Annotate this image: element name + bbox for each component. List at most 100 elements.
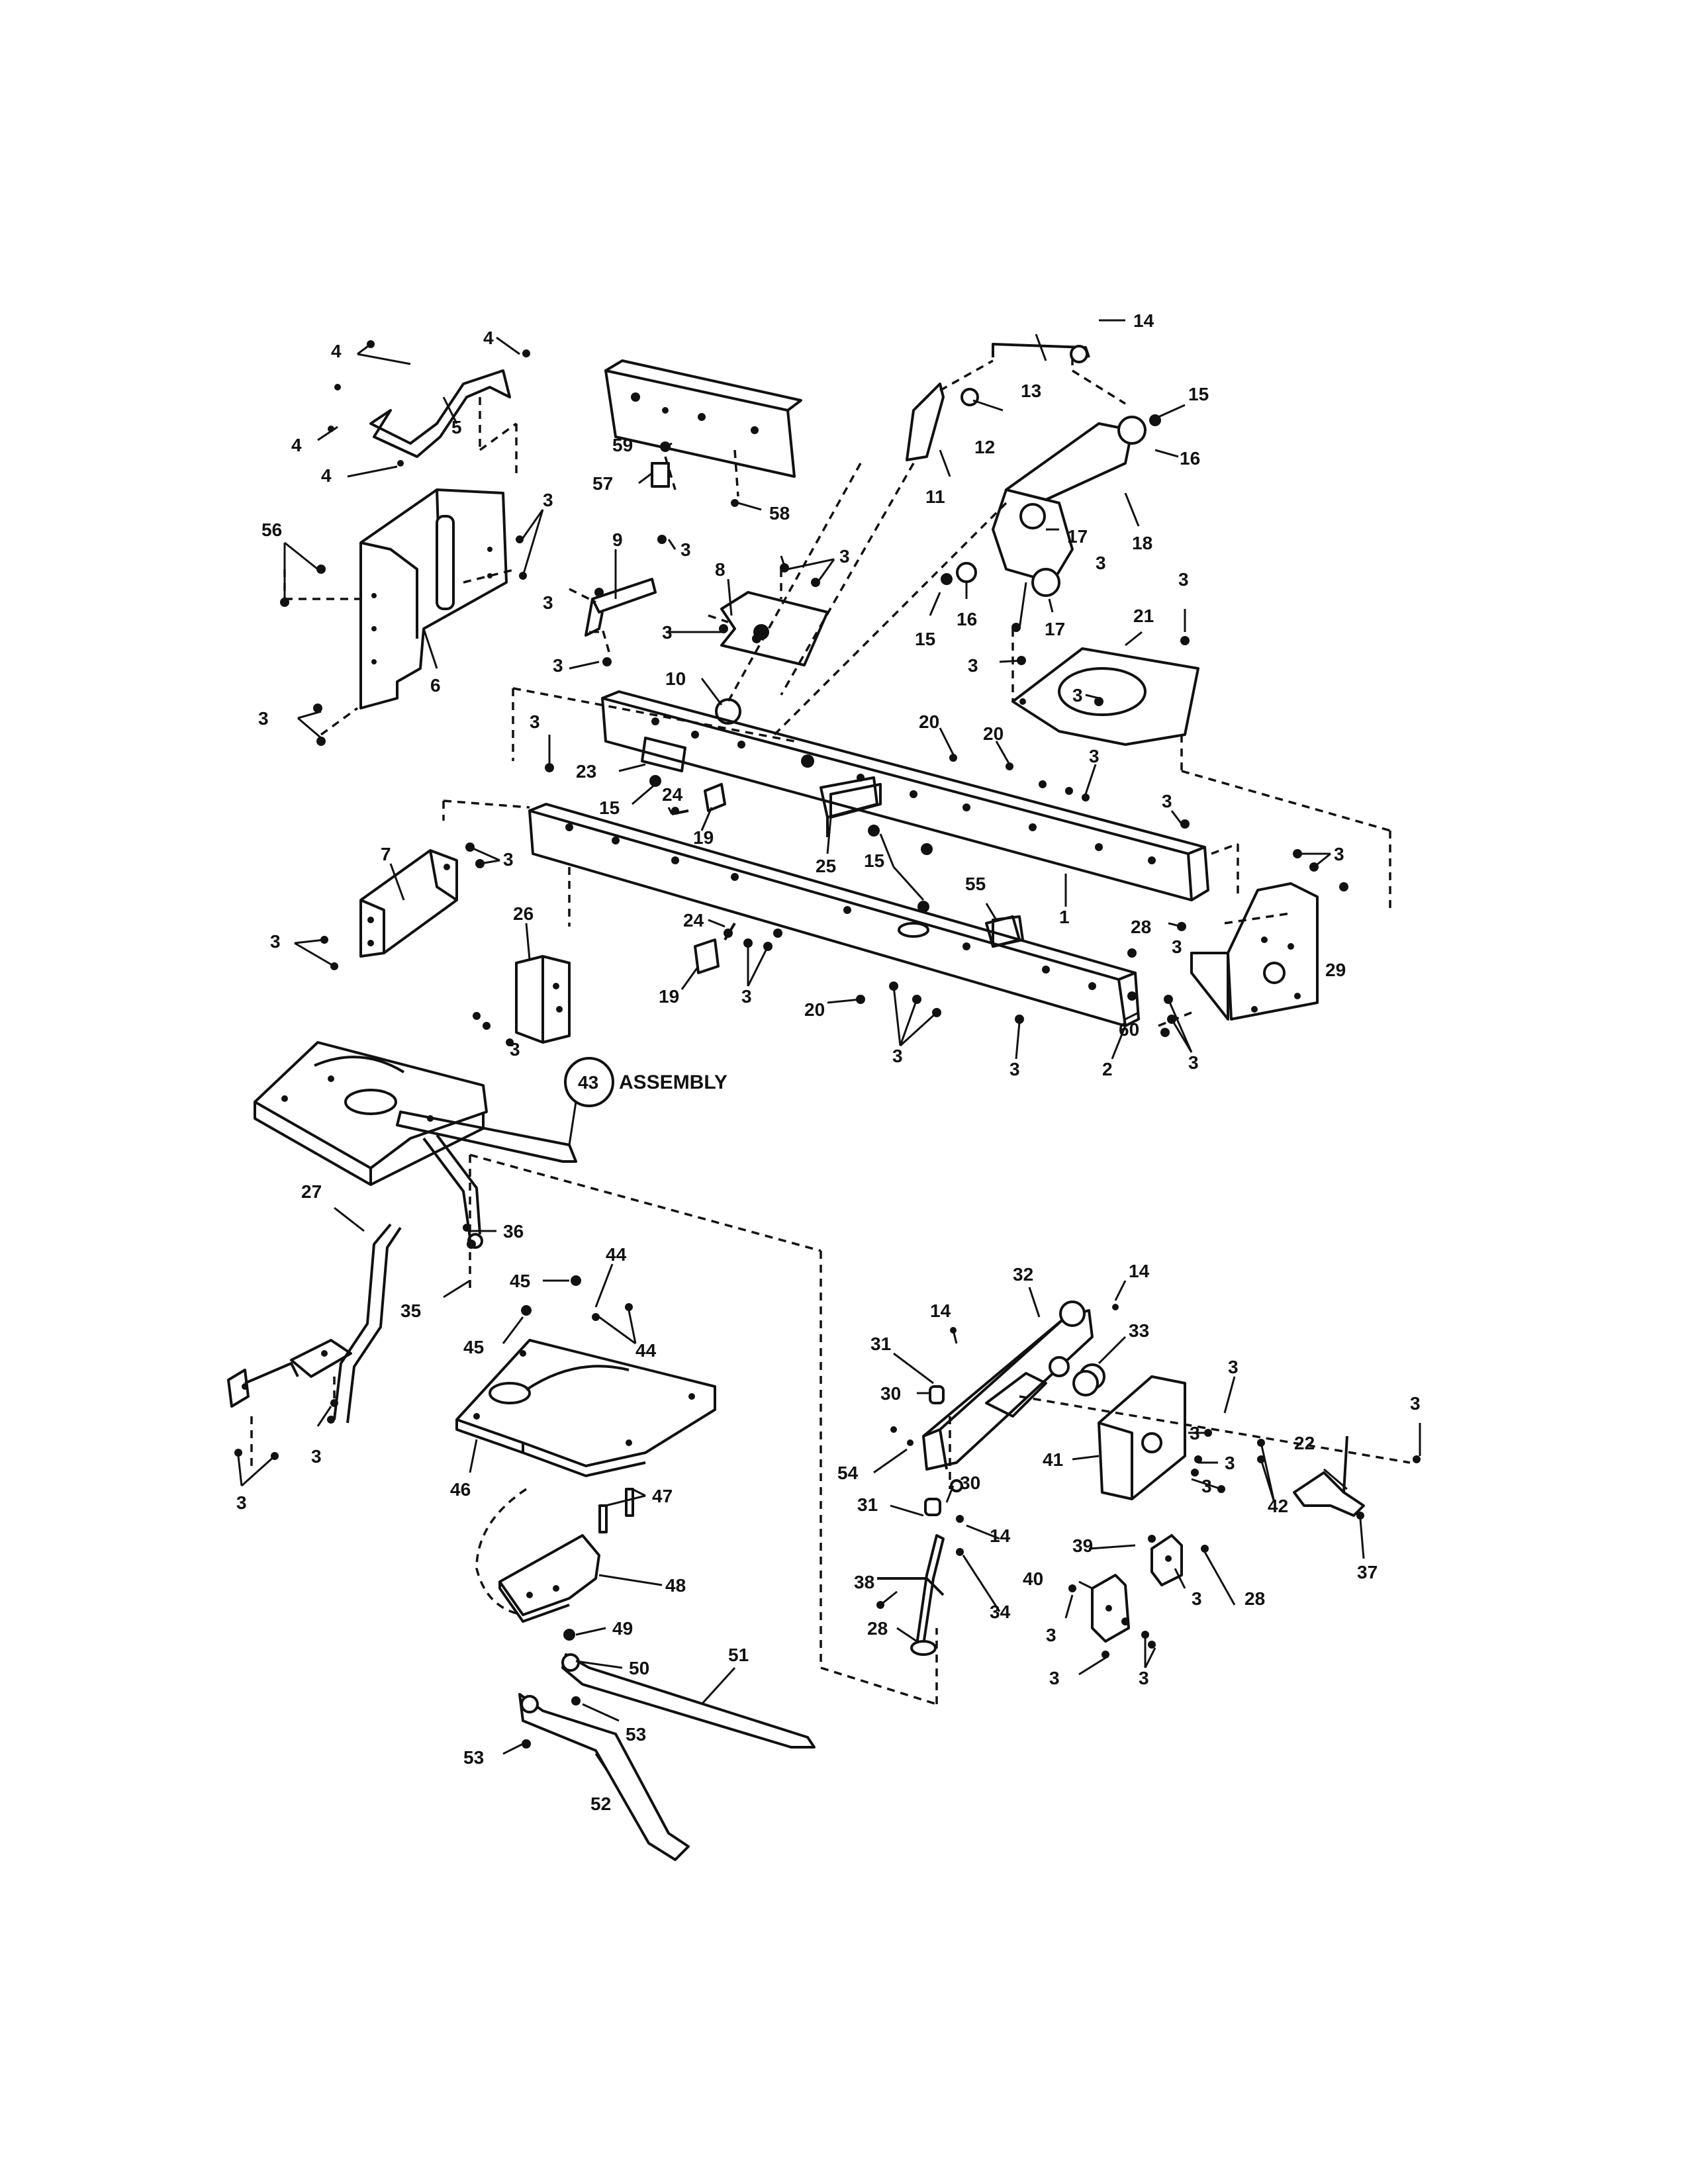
callout: 21: [1133, 606, 1154, 626]
callout: 20: [804, 999, 825, 1020]
callout: 3: [236, 1492, 247, 1513]
callout: 50: [629, 1658, 649, 1678]
parts-art: [227, 319, 1421, 1861]
callout: 3: [1190, 1423, 1200, 1443]
callout: 3: [1334, 844, 1344, 864]
callout: 3: [543, 490, 553, 510]
part-5-hood-bracket: [369, 369, 518, 477]
callout: 55: [965, 874, 986, 894]
part-39-40-brackets: [1091, 1534, 1183, 1643]
callout: 12: [974, 437, 995, 457]
callout: 59: [612, 435, 633, 455]
callout: 6: [430, 675, 441, 696]
callout: 54: [837, 1463, 859, 1483]
part-1-frame-rail: [601, 690, 1209, 901]
part-small-fittings: [924, 1370, 1099, 1516]
callout: 16: [1180, 448, 1200, 469]
part-18-arm: [941, 414, 1161, 597]
callout: 20: [919, 711, 939, 732]
part-43-assembly: [254, 1041, 577, 1249]
callout: 23: [576, 761, 596, 782]
callout: 17: [1067, 526, 1088, 547]
callout: 3: [1049, 1668, 1060, 1688]
callout: 51: [728, 1645, 749, 1665]
callout: 44: [635, 1340, 657, 1361]
callout: 3: [892, 1046, 903, 1066]
callout: 3: [1201, 1476, 1212, 1496]
part-47-bolts: [598, 1488, 634, 1533]
callout: 41: [1043, 1449, 1063, 1470]
callout: 13: [1021, 381, 1041, 401]
assembly-43-badge: [564, 1057, 614, 1146]
callout: 56: [261, 520, 282, 540]
part-46-sector-plate: [455, 1339, 716, 1477]
callout: 3: [1228, 1357, 1239, 1377]
callout: 32: [1013, 1264, 1033, 1285]
callout: 3: [1139, 1668, 1149, 1688]
part-8-plate: [708, 569, 829, 666]
callout: 15: [599, 797, 620, 818]
callout-labels: 14 13 15 12 16 11 17 18 16 17 15 3 3 21 …: [236, 310, 1421, 1814]
callout: 3: [1162, 791, 1172, 811]
part-6-dash-panel: [283, 488, 517, 736]
callout: 3: [680, 539, 691, 560]
callout: 3: [662, 622, 673, 643]
assembly-number: 43: [578, 1072, 598, 1093]
assembly-label: ASSEMBLY: [619, 1071, 727, 1093]
callout: 14: [1133, 310, 1154, 331]
callout: 1: [1059, 907, 1070, 927]
callout: 29: [1325, 960, 1346, 980]
callout: 3: [1009, 1059, 1020, 1079]
callout: 15: [1188, 384, 1209, 404]
callout: 45: [463, 1337, 484, 1357]
callout: 45: [510, 1271, 530, 1291]
callout: 3: [311, 1446, 322, 1467]
callout: 25: [816, 856, 836, 876]
callout: 11: [925, 486, 945, 507]
callout: 3: [1188, 1052, 1199, 1073]
callout: 3: [530, 711, 540, 732]
callout: 28: [867, 1618, 888, 1639]
callout: 37: [1357, 1562, 1378, 1582]
part-51-link: [561, 1653, 816, 1749]
callout: 4: [483, 328, 494, 348]
callout: 7: [381, 844, 391, 864]
callout: 3: [553, 655, 563, 676]
part-22-bracket: [1293, 1435, 1365, 1517]
callout: 31: [870, 1334, 891, 1354]
callout: 53: [463, 1747, 484, 1768]
callout: 38: [854, 1572, 874, 1592]
fastener-dots: [234, 340, 1421, 1749]
callout: 34: [990, 1602, 1011, 1622]
callout: 3: [1178, 569, 1189, 590]
callout: 30: [960, 1473, 980, 1493]
callout: 3: [510, 1039, 520, 1060]
callout: 19: [659, 986, 679, 1007]
callout: 39: [1072, 1535, 1093, 1556]
callout: 8: [715, 559, 726, 580]
callout: 33: [1129, 1320, 1149, 1341]
callout: 60: [1119, 1019, 1139, 1040]
part-11-lever-plate: [727, 343, 1126, 736]
callout: 26: [513, 903, 534, 924]
callout: 46: [450, 1479, 471, 1500]
callout: 20: [983, 723, 1004, 744]
callout: 44: [606, 1244, 627, 1265]
part-34-shaft: [877, 1534, 945, 1656]
callout: 4: [321, 465, 332, 486]
callout: 3: [1410, 1393, 1421, 1414]
part-48-gear-plate: [475, 1488, 600, 1623]
callout: 42: [1268, 1496, 1288, 1516]
part-21-plate: [1011, 629, 1391, 910]
part-upper-rail: [604, 359, 802, 497]
callout: 3: [270, 931, 281, 952]
callout: 4: [291, 435, 302, 455]
callout: 22: [1294, 1433, 1315, 1453]
callout: 3: [1192, 1588, 1202, 1609]
part-2-frame-rail: [528, 803, 1140, 1027]
callout: 24: [662, 784, 683, 805]
callout: 3: [1046, 1625, 1056, 1645]
callout: 3: [1072, 685, 1083, 705]
callout: 27: [301, 1181, 322, 1202]
